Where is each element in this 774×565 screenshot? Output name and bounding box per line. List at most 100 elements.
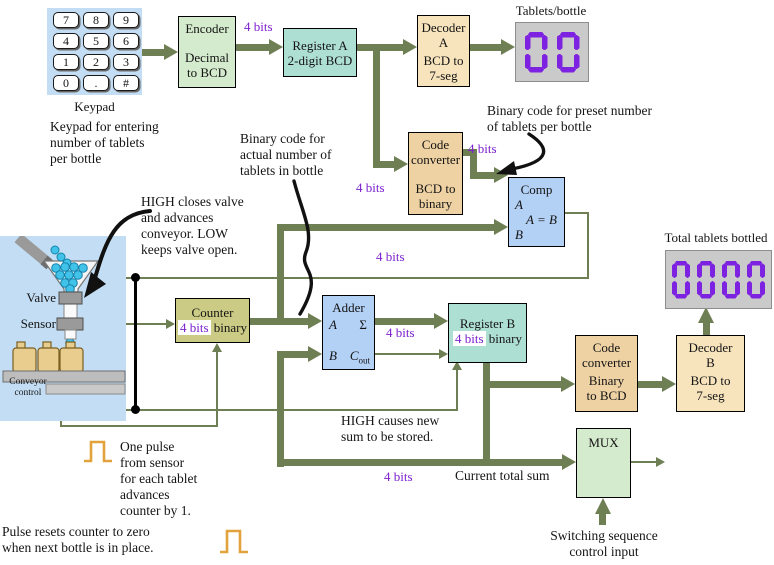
arrowhead (308, 313, 322, 329)
wire (236, 44, 269, 51)
wire (631, 461, 656, 463)
total-tablets-display (665, 250, 772, 309)
wire (470, 172, 494, 179)
wire (375, 318, 434, 325)
preset-note-arrow (510, 132, 546, 171)
adder-block: Adder A Σ B Cout (322, 295, 375, 370)
arrowhead (501, 39, 515, 55)
tablets-per-bottle-display (515, 22, 589, 82)
arrowhead (269, 39, 283, 55)
wire (587, 212, 589, 278)
drop-tube (64, 329, 77, 340)
arrowhead (394, 156, 408, 172)
wire (565, 212, 589, 214)
seven-seg-digit (556, 31, 580, 73)
bus-label-4bits: 4 bits (386, 325, 415, 340)
keypad-key-3: 3 (113, 54, 139, 70)
sum-note: HIGH causes new sum to be stored. (341, 413, 440, 444)
comparator-block: Comp A A = B B (508, 177, 565, 247)
actual-code-note: Binary code for actual number of tablets… (240, 131, 332, 178)
pulse2-note: Pulse resets counter to zero when next b… (2, 524, 154, 555)
keypad-key-4: 4 (53, 33, 79, 49)
arrowhead (494, 219, 508, 235)
pulse-icon (220, 529, 248, 554)
current-total-sum-label: Current total sum (455, 468, 550, 483)
code-converter-binary-to-bcd-block: Code converter Binary to BCD (575, 335, 638, 412)
actual-note-pointer (292, 179, 313, 316)
junction-dot (131, 405, 140, 414)
wire (373, 47, 380, 168)
bus-label-4bits: 4 bits (356, 180, 385, 195)
code-converter-bcd-to-binary-block: Code converter BCD to binary (408, 132, 463, 215)
wire (470, 149, 477, 179)
keypad-key-dot: . (83, 75, 109, 91)
keypad-key-8: 8 (83, 12, 109, 28)
wire (107, 277, 589, 279)
seven-seg-digit (747, 260, 765, 299)
decoder-a-block: Decoder A BCD to 7-seg (417, 15, 470, 87)
wire (216, 352, 218, 427)
switching-note: Switching sequence control input (550, 528, 658, 559)
counter-block: Counter 4 bits binary (175, 298, 250, 343)
wire (142, 49, 164, 56)
wire (638, 381, 662, 388)
bus-label-4bits: 4 bits (376, 249, 405, 264)
bottles (12, 341, 84, 373)
wire (375, 353, 439, 355)
keypad-label: Keypad (74, 99, 115, 114)
keypad-key-hash: # (113, 75, 139, 91)
arrowhead (308, 346, 322, 362)
wire (373, 161, 394, 168)
arrowhead (164, 44, 178, 60)
keypad-key-5: 5 (83, 33, 109, 49)
arrowhead (562, 454, 576, 470)
keypad-key-9: 9 (113, 12, 139, 28)
keypad-key-2: 2 (83, 54, 109, 70)
arrowhead (166, 319, 175, 329)
keypad-key-1: 1 (53, 54, 79, 70)
seven-seg-digit (697, 260, 715, 299)
arrowhead (403, 39, 417, 55)
wire (284, 351, 308, 358)
keypad-panel: 7 8 9 4 5 6 1 2 3 0 . # (47, 8, 142, 95)
bus-label-4bits: 4 bits (244, 19, 273, 34)
keypad-caption: Keypad for entering number of tablets pe… (50, 119, 159, 166)
counter-bits: 4 bits (177, 320, 211, 335)
arrowhead (439, 349, 448, 359)
wire (357, 44, 403, 51)
feed-tube (14, 236, 52, 268)
wire (703, 321, 710, 335)
wire (490, 381, 561, 388)
arrowhead (434, 313, 448, 329)
seven-seg-digit (672, 260, 690, 299)
wire (75, 409, 458, 411)
valve-body (58, 291, 83, 305)
total-tablets-label: Total tablets bottled (664, 230, 768, 245)
sensor-body (56, 317, 84, 331)
register-b-bits: 4 bits (452, 331, 486, 346)
arrowhead (662, 376, 676, 392)
valve-note: HIGH closes valve and advances conveyor.… (141, 194, 244, 257)
arrowhead (698, 307, 714, 323)
arrowhead (452, 361, 462, 370)
wire (470, 44, 501, 51)
wire (456, 370, 458, 410)
keypad-key-6: 6 (113, 33, 139, 49)
encoder-block: Encoder Decimal to BCD (178, 16, 236, 88)
wire (277, 224, 494, 231)
wire (277, 224, 284, 325)
seven-seg-digit (722, 260, 740, 299)
wire (483, 363, 490, 463)
arrowhead (212, 343, 222, 352)
mux-block: MUX (576, 428, 631, 498)
valve-label: Valve (26, 290, 56, 305)
wire (277, 459, 562, 466)
bus-label-4bits: 4 bits (468, 141, 497, 156)
bus-label-4bits: 4 bits (384, 469, 413, 484)
wire (599, 512, 606, 525)
sensor-label: Sensor (20, 316, 56, 331)
junction-line (134, 278, 137, 410)
arrowhead (494, 167, 508, 183)
register-b-block: Register B 4 bits binary (448, 303, 527, 363)
